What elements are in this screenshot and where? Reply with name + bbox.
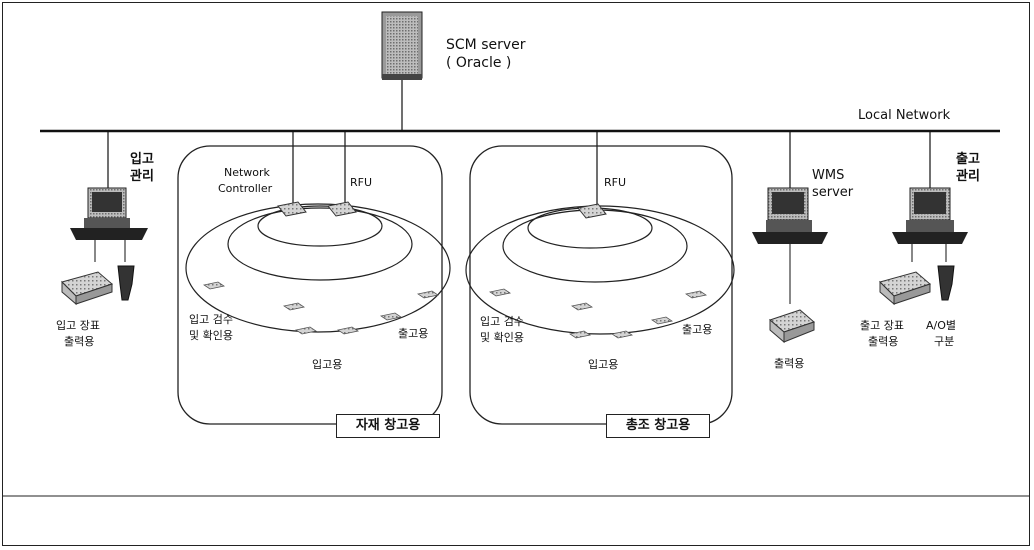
- w1-outbound-label: 출고용: [398, 327, 428, 341]
- w2-inspect-label: 입고 검수: [480, 315, 524, 329]
- warehouse2-container: [470, 146, 732, 424]
- warehouse2-name: 총조 창고용: [606, 414, 710, 438]
- wms-label: WMS: [812, 168, 844, 184]
- rfu2-label: RFU: [604, 176, 626, 190]
- ao-scanner-icon: [938, 266, 954, 300]
- scm-server-sub: ( Oracle ): [446, 55, 511, 73]
- inbound-mgmt-label-2: 관리: [130, 169, 154, 185]
- scm-server-icon: [382, 12, 422, 80]
- w2-outbound-label: 출고용: [682, 323, 712, 337]
- ao-label: A/O별: [926, 319, 956, 333]
- controller-label: Network: [224, 166, 270, 180]
- w1-inspect-label: 입고 검수: [189, 313, 233, 327]
- ao-label-2: 구분: [934, 335, 954, 349]
- w2-inspect-label-2: 및 확인용: [480, 331, 524, 345]
- outbound-mgmt-label: 출고: [956, 152, 980, 168]
- network-label: Local Network: [858, 108, 950, 124]
- outbound-printer-label: 출고 장표: [860, 319, 904, 333]
- warehouse1-name: 자재 창고용: [336, 414, 440, 438]
- inbound-printer-label-2: 출력용: [64, 335, 94, 349]
- outbound-printer-icon: [880, 272, 930, 304]
- w1-inbound-label: 입고용: [312, 358, 342, 372]
- w1-inspect-label-2: 및 확인용: [189, 329, 233, 343]
- wms-printer-icon: [770, 310, 814, 342]
- outbound-printer-label-2: 출력용: [868, 335, 898, 349]
- outbound-pc-icon: [892, 188, 968, 244]
- inbound-mgmt-label: 입고: [130, 152, 154, 168]
- inbound-printer-label: 입고 장표: [56, 319, 100, 333]
- w2-inbound-label: 입고용: [588, 358, 618, 372]
- rfu1-label: RFU: [350, 176, 372, 190]
- outbound-mgmt-label-2: 관리: [956, 169, 980, 185]
- controller-label-2: Controller: [218, 182, 272, 196]
- inbound-printer-icon: [62, 272, 112, 304]
- wms-label-2: server: [812, 185, 853, 201]
- scm-server-label: SCM server: [446, 37, 526, 55]
- inbound-pc-icon: [70, 188, 148, 240]
- barcode-scanner-icon: [118, 266, 134, 300]
- wms-printer-label: 출력용: [774, 357, 804, 371]
